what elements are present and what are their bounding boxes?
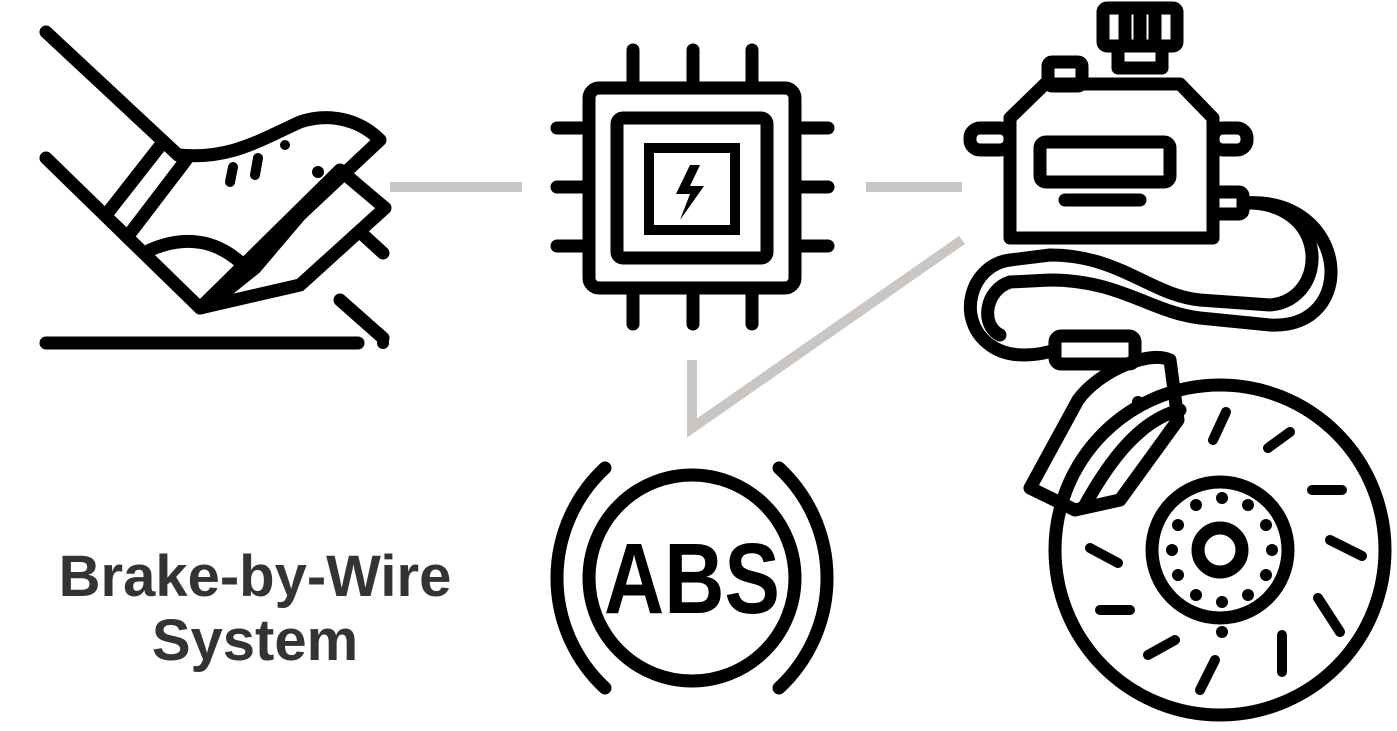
title-line-2: System [151,608,359,673]
connectors [390,182,965,438]
brake-pedal-icon [39,25,392,350]
abs-warning-icon: ABS [550,461,834,695]
connector-ecu-abs-actuator [687,235,965,438]
title-line-1: Brake-by-Wire [58,544,452,609]
brake-actuator-caliper-icon [963,1,1392,722]
abs-label: ABS [604,523,780,635]
ecu-chip-icon [550,43,835,331]
diagram-title: Brake-by-Wire System [20,545,490,673]
